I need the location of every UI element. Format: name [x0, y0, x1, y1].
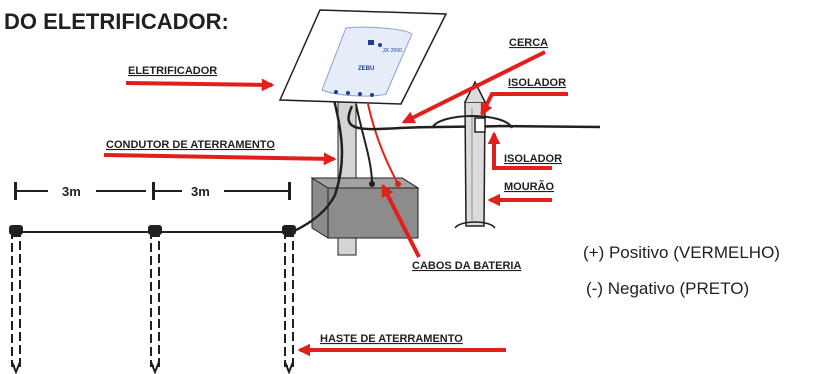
- electrifier-device: ZK 2000 ZEBU: [278, 9, 448, 105]
- arrow-cabos: [381, 183, 421, 258]
- arrow-isolador-top: [480, 92, 568, 117]
- label-cabos: CABOS DA BATERIA: [412, 260, 521, 272]
- label-cerca: CERCA: [509, 37, 548, 49]
- fence-post: [431, 80, 513, 229]
- battery-cable-black: [355, 103, 373, 185]
- label-haste: HASTE DE ATERRAMENTO: [320, 333, 463, 345]
- ground-rod-2: [148, 225, 162, 374]
- arrow-cerca: [401, 50, 546, 124]
- battery-cable-red: [367, 103, 399, 185]
- distance-label-1: 3m: [62, 184, 81, 199]
- legend-positive: (+) Positivo (VERMELHO): [583, 243, 780, 262]
- device-model-text: ZK 2000: [383, 48, 402, 54]
- ground-rod-1: [9, 225, 23, 374]
- label-isolador-bottom: ISOLADOR: [504, 153, 562, 165]
- label-eletrificador: ELETRIFICADOR: [128, 65, 217, 77]
- arrow-eletrificador: [125, 78, 275, 92]
- distance-markers: 3m 3m: [14, 182, 291, 200]
- ground-rod-3: [282, 225, 296, 374]
- device-button: [368, 40, 374, 45]
- arrow-condutor: [103, 152, 337, 166]
- device-brand-text: ZEBU: [358, 66, 374, 72]
- label-mourao: MOURÃO: [504, 180, 555, 193]
- battery: [310, 177, 420, 239]
- label-isolador-top: ISOLADOR: [508, 77, 566, 89]
- legend-negative: (-) Negativo (PRETO): [586, 279, 749, 298]
- ground-rods: [9, 225, 296, 374]
- diagram-title: DO ELETRIFICADOR:: [4, 9, 229, 34]
- ground-conductor-wire: [291, 99, 344, 234]
- label-condutor: CONDUTOR DE ATERRAMENTO: [106, 139, 275, 151]
- arrow-isolador-bottom: [487, 131, 552, 170]
- device-indicator-led: [378, 43, 382, 47]
- distance-label-2: 3m: [191, 184, 210, 199]
